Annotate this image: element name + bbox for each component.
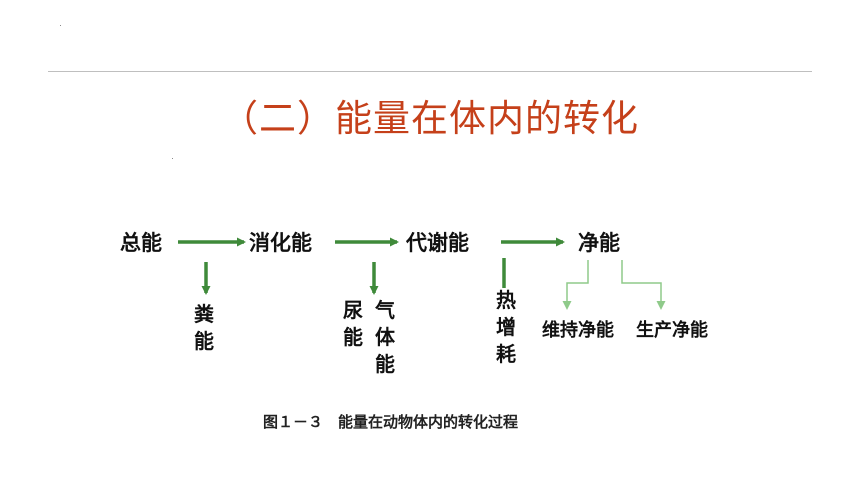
node-digestible-energy: 消化能: [249, 231, 312, 255]
loss-urine-energy: 尿能: [343, 298, 363, 349]
branch-to-production: [621, 260, 666, 310]
loss-heat-increment: 热增耗: [496, 288, 516, 366]
node-net-energy: 净能: [578, 231, 620, 255]
decorative-dot: [172, 158, 173, 159]
loss-gas-energy: 气体能: [375, 298, 395, 376]
maintenance-net-energy: 维持净能: [542, 320, 614, 341]
header-rule: [48, 71, 812, 72]
loss-fecal-energy: 粪能: [194, 302, 214, 353]
node-total-energy: 总能: [120, 231, 162, 255]
figure-caption: 图１－３ 能量在动物体内的转化过程: [263, 413, 519, 431]
page-title: （二）能量在体内的转化: [221, 97, 639, 140]
decorative-dot: [60, 25, 61, 26]
node-metabolizable-energy: 代谢能: [406, 231, 469, 255]
production-net-energy: 生产净能: [636, 320, 708, 341]
branch-to-maintenance: [562, 260, 589, 310]
